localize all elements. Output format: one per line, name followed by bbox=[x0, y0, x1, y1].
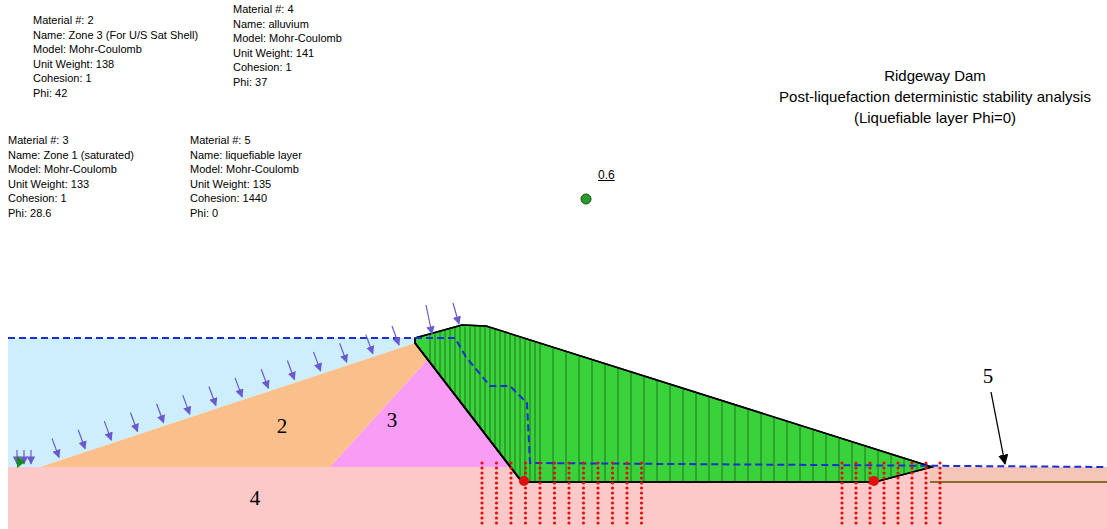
grid-points bbox=[480, 461, 941, 524]
material-property: Name: alluvium bbox=[233, 18, 309, 31]
callout-number: 5 bbox=[983, 365, 994, 387]
material-property: Unit Weight: 133 bbox=[8, 178, 89, 191]
material-property: Phi: 37 bbox=[233, 76, 267, 89]
material-property: Material #: 5 bbox=[190, 134, 251, 147]
slip-end bbox=[869, 476, 879, 486]
material-property: Material #: 3 bbox=[8, 134, 69, 147]
zone-number: 3 bbox=[387, 409, 398, 431]
material-property: Cohesion: 1 bbox=[8, 192, 67, 205]
subtitle: (Liquefiable layer Phi=0) bbox=[854, 109, 1016, 127]
water-load-arrows bbox=[17, 303, 459, 464]
material-property: Phi: 0 bbox=[190, 207, 218, 220]
material-property: Model: Mohr-Coulomb bbox=[33, 43, 142, 56]
material-property: Unit Weight: 135 bbox=[190, 178, 271, 191]
material-property: Name: Zone 3 (For U/S Sat Shell) bbox=[33, 29, 198, 42]
diagram-title: Ridgeway Dam bbox=[884, 67, 986, 85]
material-property: Cohesion: 1 bbox=[233, 61, 292, 74]
material-property: Model: Mohr-Coulomb bbox=[190, 163, 299, 176]
material-property: Phi: 28.6 bbox=[8, 207, 51, 220]
slip-end bbox=[519, 476, 529, 486]
material-property: Name: Zone 1 (saturated) bbox=[8, 149, 134, 162]
leader-line bbox=[991, 392, 1005, 464]
material-property: Unit Weight: 138 bbox=[33, 58, 114, 71]
phreatic-line bbox=[8, 338, 1107, 467]
material-property: Phi: 42 bbox=[33, 87, 67, 100]
subtitle: Post-liquefaction deterministic stabilit… bbox=[779, 88, 1091, 106]
slip-center bbox=[581, 194, 591, 204]
material-property: Model: Mohr-Coulomb bbox=[8, 163, 117, 176]
material-property: Cohesion: 1 bbox=[33, 72, 92, 85]
liquefiable-layer bbox=[930, 467, 1107, 482]
boundary-marker bbox=[17, 456, 25, 468]
material-property: Model: Mohr-Coulomb bbox=[233, 32, 342, 45]
zone-number: 2 bbox=[277, 415, 288, 437]
safety-factor: 0.6 bbox=[598, 168, 615, 182]
material-property: Material #: 2 bbox=[33, 14, 94, 27]
material-property: Cohesion: 1440 bbox=[190, 192, 267, 205]
material-property: Material #: 4 bbox=[233, 3, 294, 16]
material-property: Name: liquefiable layer bbox=[190, 149, 302, 162]
zone-number: 4 bbox=[250, 487, 261, 509]
material-property: Unit Weight: 141 bbox=[233, 47, 314, 60]
sliding-mass bbox=[415, 325, 932, 482]
